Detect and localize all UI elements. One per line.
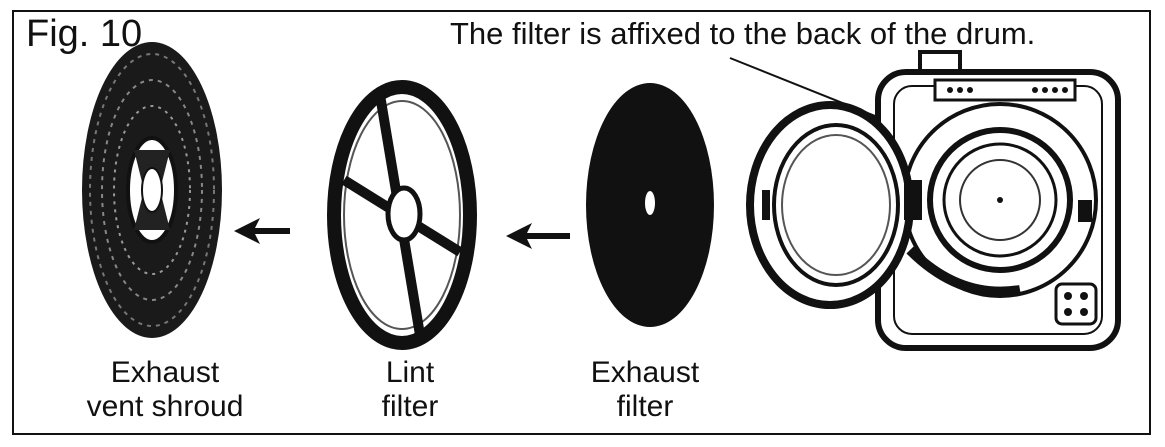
figure-caption: The filter is affixed to the back of the…: [450, 16, 1036, 51]
exhaust-filter-icon: [586, 83, 714, 327]
arrow-left-icon: [234, 218, 290, 244]
figure-frame: [12, 10, 1151, 435]
exhaust-vent-shroud-icon: [82, 42, 222, 338]
dryer-open-door-icon: [746, 50, 1121, 351]
lint-filter-icon: [327, 80, 477, 350]
label-exhaust-vent-shroud: Exhaust vent shroud: [86, 356, 244, 423]
arrow-left-icon: [506, 223, 570, 249]
label-exhaust-filter: Exhaust filter: [590, 356, 700, 423]
label-lint-filter: Lint filter: [381, 356, 439, 423]
figure-title: Fig. 10: [26, 13, 143, 55]
